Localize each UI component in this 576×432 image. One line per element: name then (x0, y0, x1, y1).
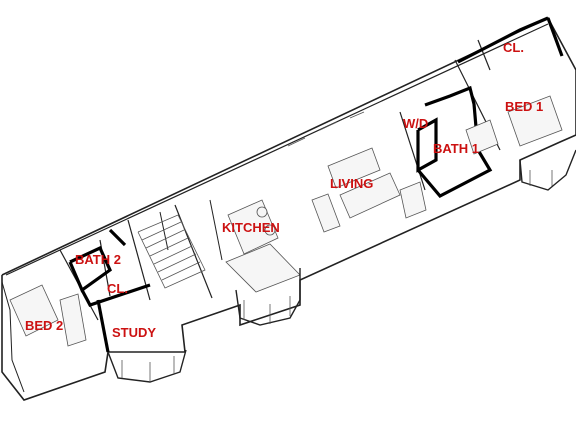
exterior-walls (1, 16, 576, 401)
staircase (137, 214, 206, 289)
bay-window-study (107, 349, 187, 383)
bay-window-bed-1 (519, 149, 576, 191)
label-bed-1: BED 1 (505, 99, 543, 114)
living-furniture (311, 147, 427, 233)
bold-walls (68, 16, 564, 353)
label-study: STUDY (112, 325, 156, 340)
bay-window-kitchen (235, 268, 301, 326)
bed-1-furniture (465, 95, 563, 155)
bed-2-furniture (9, 284, 87, 347)
label-bed-2: BED 2 (25, 318, 63, 333)
label-bath-1: BATH 1 (433, 141, 479, 156)
label-bath-2: BATH 2 (75, 252, 121, 267)
label-closet-top: CL. (503, 40, 524, 55)
label-living: LIVING (330, 176, 373, 191)
wall-windows (287, 111, 365, 147)
label-wd: W/D (403, 116, 428, 131)
kitchen-island (225, 199, 301, 293)
label-closet-left: CL. (107, 281, 128, 296)
label-kitchen: KITCHEN (222, 220, 280, 235)
